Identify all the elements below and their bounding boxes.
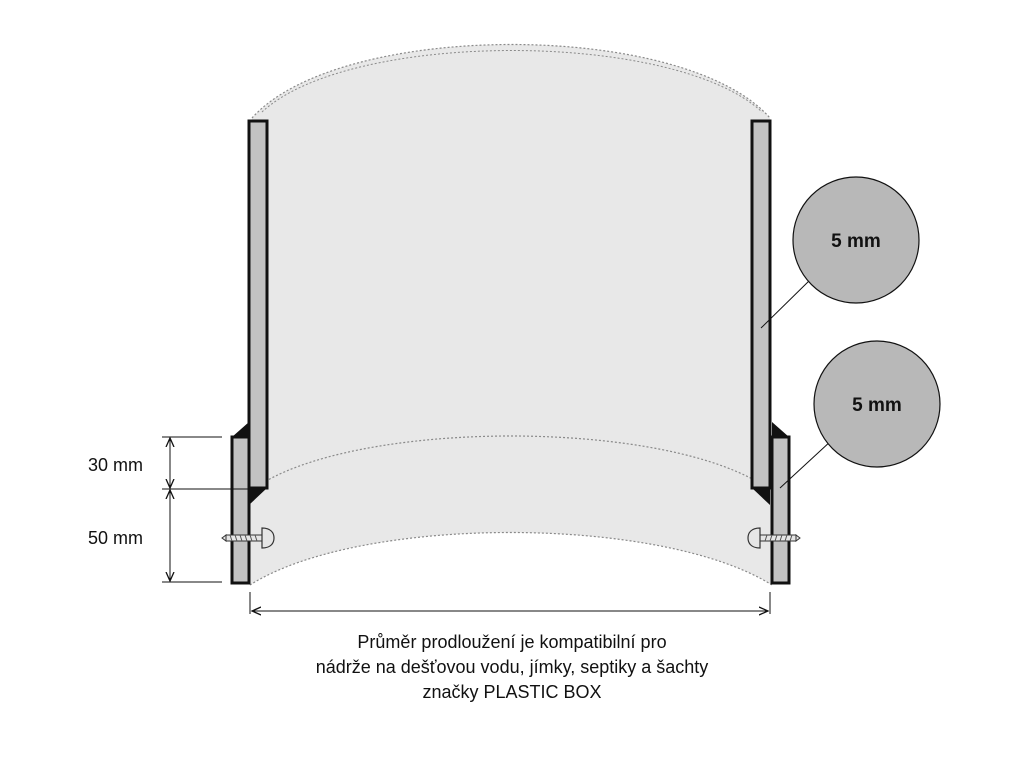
dimension-30mm-label: 30 mm [88, 455, 143, 475]
callout-upper-wall: 5 mm [760, 176, 920, 329]
right-extension-wall [750, 119, 772, 490]
right-seal [772, 422, 789, 437]
cylinder-body [249, 44, 773, 586]
left-wall [230, 119, 269, 585]
right-tank-wall [770, 435, 791, 585]
left-tank-wall [230, 435, 251, 585]
right-wall [750, 119, 791, 585]
right-seal-lower [752, 488, 770, 505]
callout-upper-label: 5 mm [831, 231, 881, 252]
callout-lower-label: 5 mm [852, 395, 902, 416]
caption-line-1: Průměr prodloužení je kompatibilní pro [357, 632, 667, 652]
caption-line-3: značky PLASTIC BOX [422, 682, 602, 702]
left-seal [232, 422, 249, 437]
screw-icon [747, 527, 801, 549]
left-seal-lower [249, 488, 267, 505]
dimension-50mm-label: 50 mm [88, 528, 143, 548]
caption-line-2: nádrže na dešťovou vodu, jímky, septiky … [315, 657, 709, 677]
caption: Průměr prodloužení je kompatibilní pro n… [212, 630, 812, 705]
left-extension-wall [247, 119, 269, 490]
screw-icon [221, 527, 275, 549]
callout-lower-wall: 5 mm [779, 340, 941, 489]
dimension-lines [162, 436, 250, 583]
diameter-line [249, 592, 771, 614]
